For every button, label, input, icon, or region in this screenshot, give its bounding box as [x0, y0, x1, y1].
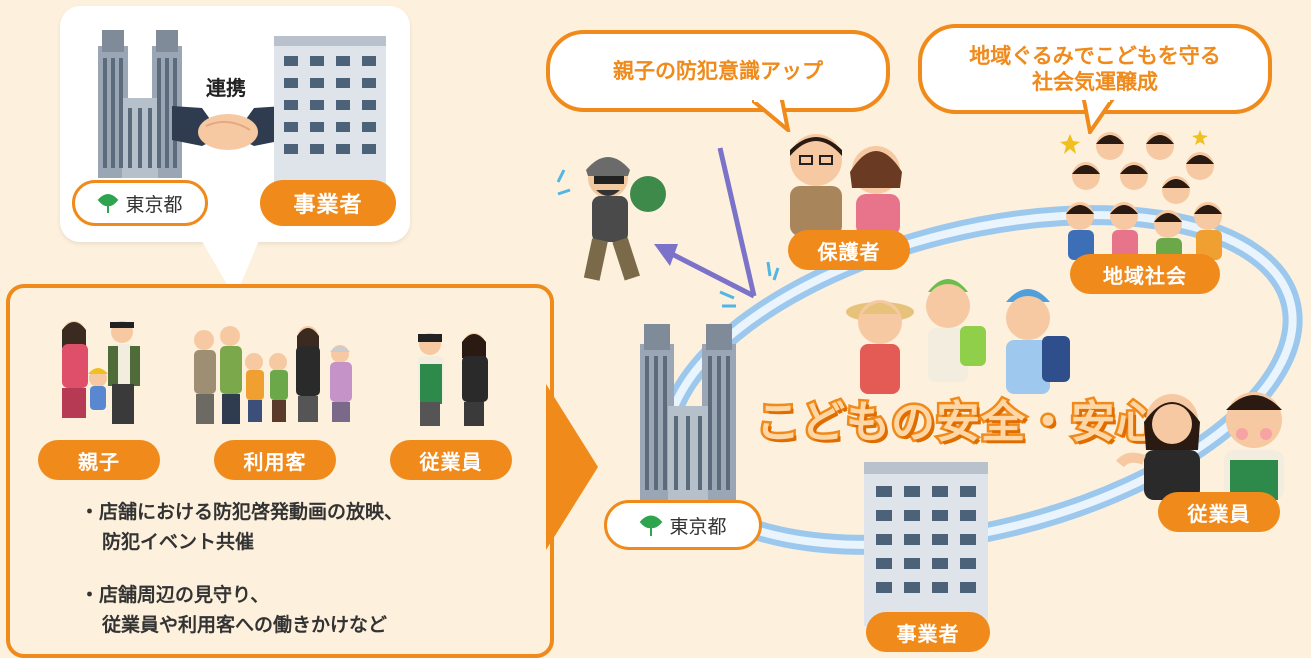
employees-pill-right: 従業員: [1158, 492, 1280, 532]
community-bubble-line2: 社会気運醸成: [1032, 70, 1158, 94]
parent-child-illustration: [62, 321, 140, 424]
employees-illustration-left: [418, 333, 488, 426]
community-crowd-illustration: [1060, 130, 1222, 262]
guardians-illustration: [790, 134, 902, 236]
community-bubble-line1: 地域ぐるみでこどもを守る: [969, 43, 1221, 68]
tokyo-badge-large: 東京都: [604, 500, 762, 550]
awareness-bubble-tail: [752, 100, 791, 132]
business-pill-bottom: 事業者: [866, 612, 990, 652]
business-building-large-illustration: [864, 462, 988, 626]
partnership-card-tail: [200, 238, 260, 298]
children-illustration: [846, 279, 1070, 394]
flow-arrow: [546, 384, 598, 550]
community-pill: 地域社会: [1070, 254, 1220, 294]
impact-marks: [719, 261, 780, 308]
customers-illustration: [194, 326, 352, 424]
business-pill: 事業者: [260, 180, 396, 226]
tokyo-badge-label: 東京都: [125, 193, 183, 216]
tokyo-building-large-illustration: [640, 324, 736, 500]
renkei-label: 連携: [206, 76, 246, 100]
business-building-illustration: [274, 36, 386, 184]
bullet-1-line1: ・店舗における防犯啓発動画の放映、: [80, 501, 404, 523]
group-pill-employees: 従業員: [390, 440, 512, 480]
bullet-1-line2: 防犯イベント共催: [102, 531, 255, 554]
awareness-bubble-text: 親子の防犯意識アップ: [613, 58, 823, 83]
deterrence-arrow: [654, 147, 757, 299]
tokyo-building-illustration: [98, 30, 182, 178]
tokyo-ginkgo-icon: [640, 515, 663, 536]
guardians-pill: 保護者: [788, 230, 910, 270]
tokyo-ginkgo-icon: [98, 194, 119, 213]
community-bubble-tail: [1081, 100, 1115, 134]
bullet-2-line1: ・店舗周辺の見守り、: [80, 584, 270, 606]
awareness-bubble: 親子の防犯意識アップ: [546, 30, 890, 112]
bullet-2-line2: 従業員や利用客への働きかけなど: [102, 614, 388, 637]
tokyo-badge-large-label: 東京都: [669, 515, 727, 538]
thief-illustration: [583, 157, 666, 281]
handshake-illustration: [172, 106, 284, 150]
tokyo-badge: 東京都: [72, 180, 208, 226]
group-pill-parent-child: 親子: [38, 440, 160, 480]
hero-text: こどもの安全・安心: [754, 395, 1163, 451]
alert-marks: [556, 169, 571, 196]
bullet-1: ・店舗における防犯啓発動画の放映、 防犯イベント共催: [80, 497, 403, 558]
employees-illustration-right: [1116, 392, 1284, 500]
bullet-2: ・店舗周辺の見守り、 従業員や利用客への働きかけなど: [80, 580, 387, 641]
group-pill-customers: 利用客: [214, 440, 336, 480]
